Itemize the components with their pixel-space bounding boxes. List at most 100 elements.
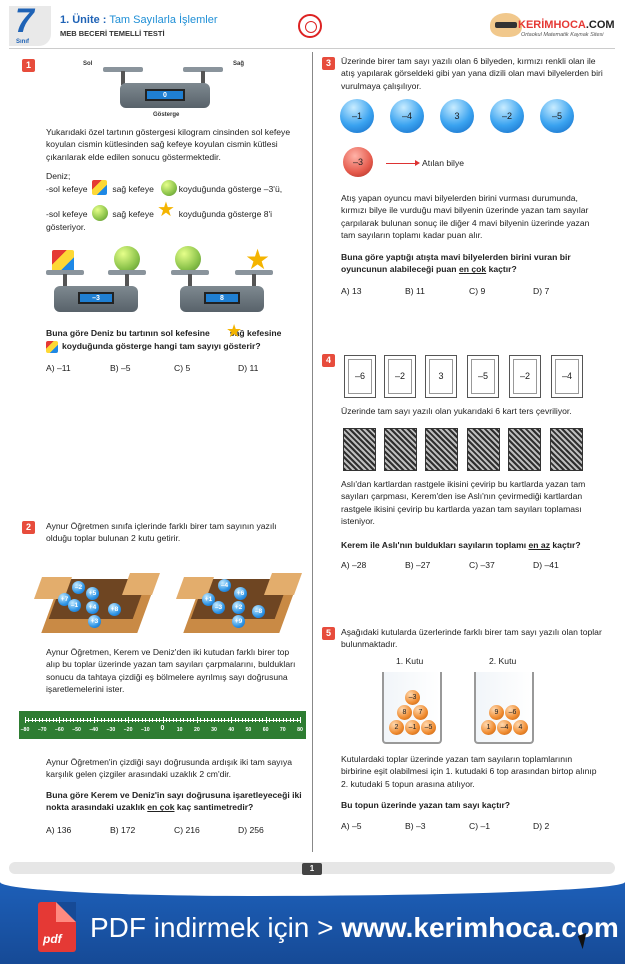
scale-display-label: Gösterge (153, 112, 180, 118)
question-number-1: 1 (22, 59, 35, 72)
red-marble: –3 (343, 147, 373, 177)
number-line-tick (275, 718, 277, 722)
number-line-tick (183, 718, 185, 722)
number-line-tick (35, 718, 37, 722)
card-back[interactable] (425, 428, 458, 471)
number-line-tick (293, 718, 295, 722)
card-back[interactable] (343, 428, 376, 471)
card-back[interactable] (384, 428, 417, 471)
option-c[interactable]: C) –37 (469, 560, 495, 570)
q4-question: Kerem ile Aslı'nın buldukları sayıların … (341, 540, 581, 550)
number-line-tick (248, 718, 250, 722)
number-line-tick (31, 718, 33, 722)
grade-number: 7 (15, 2, 34, 40)
q1-intro: Yukarıdaki özel tartının göstergesi kilo… (46, 127, 291, 162)
card-back[interactable] (550, 428, 583, 471)
number-line-tick (272, 718, 274, 722)
option-d[interactable]: D) 2 (533, 821, 550, 831)
number-line-tick (55, 718, 57, 722)
number-line-tick (210, 718, 212, 722)
star-icon: ★ (157, 199, 175, 221)
number-line-tick (255, 718, 257, 722)
number-line-tick (190, 718, 191, 722)
scale-left-label: Sol (83, 61, 93, 67)
number-line-label: 20 (193, 727, 200, 733)
option-a[interactable]: A) 13 (341, 286, 362, 296)
number-line-tick (124, 718, 126, 722)
option-b[interactable]: B) –27 (405, 560, 431, 570)
number-line-tick (45, 718, 47, 722)
number-line-tick (172, 718, 174, 722)
number-line-label: 0 (160, 725, 165, 732)
option-d[interactable]: D) 256 (238, 825, 264, 835)
green-ball-icon (161, 180, 177, 196)
option-d[interactable]: D) 11 (238, 363, 259, 373)
option-c[interactable]: C) 216 (174, 825, 200, 835)
option-d[interactable]: D) –41 (533, 560, 559, 570)
number-card: –4 (551, 355, 583, 398)
number-line-tick (203, 718, 205, 722)
pdf-icon: pdf (38, 902, 76, 952)
option-c[interactable]: C) 9 (469, 286, 486, 296)
number-line-label: 70 (279, 727, 286, 733)
number-line-tick (231, 717, 233, 723)
number-line-tick (42, 718, 44, 722)
box2-ball: –8 (252, 605, 265, 618)
box2-ball: +9 (232, 615, 245, 628)
number-line-tick (114, 718, 116, 722)
ball-box-1: +7 –2 +5 –1 +4 +8 +3 (33, 555, 161, 645)
option-b[interactable]: B) 11 (405, 286, 425, 296)
option-c[interactable]: C) –1 (469, 821, 491, 831)
number-line-label: –60 (55, 727, 64, 733)
blue-marble: –1 (340, 99, 374, 133)
number-line-tick (279, 718, 281, 722)
option-b[interactable]: B) –5 (110, 363, 131, 373)
banner-text[interactable]: PDF indirmek için > www.kerimhoca.com (90, 912, 619, 943)
number-line-tick (100, 718, 102, 722)
number-line-tick (138, 718, 140, 722)
unit-name: Tam Sayılarla İşlemler (109, 14, 218, 26)
number-line-tick (169, 718, 171, 722)
option-b[interactable]: B) –3 (405, 821, 426, 831)
q3-rules: Atış yapan oyuncu mavi bilyelerden birin… (341, 193, 590, 241)
grade-badge: 7 Sınıf (9, 2, 51, 46)
scale-example-1: –3 (40, 240, 160, 320)
option-a[interactable]: A) –11 (46, 363, 71, 373)
banner-link[interactable]: www.kerimhoca.com (341, 912, 619, 943)
option-a[interactable]: A) 136 (46, 825, 72, 835)
option-a[interactable]: A) –5 (341, 821, 362, 831)
number-line-label: 80 (297, 727, 303, 733)
number-line-tick (59, 717, 61, 723)
q1-options: A) –11 B) –5 C) 5 D) 11 (46, 363, 302, 373)
download-banner[interactable]: pdf PDF indirmek için > www.kerimhoca.co… (0, 882, 625, 964)
box2-ball: –4 (497, 720, 512, 735)
star-icon: ★ (245, 244, 271, 275)
arrow-icon (386, 160, 420, 166)
box2-ball: +6 (234, 587, 247, 600)
number-card: 3 (425, 355, 457, 398)
option-a[interactable]: A) –28 (341, 560, 367, 570)
card-back[interactable] (508, 428, 541, 471)
q3-options: A) 13 B) 11 C) 9 D) 7 (341, 286, 597, 296)
number-line-tick (69, 718, 71, 722)
header-divider (9, 48, 615, 49)
red-marble-label: Atılan bilye (422, 158, 465, 168)
question-number-2: 2 (22, 521, 35, 534)
card-back[interactable] (467, 428, 500, 471)
number-line-tick (80, 718, 81, 722)
number-line-tick (300, 717, 301, 723)
number-line-tick (128, 717, 130, 723)
q2-distance-info: Aynur Öğretmen'in çizdiği sayı doğrusund… (46, 757, 293, 780)
option-c[interactable]: C) 5 (174, 363, 191, 373)
option-b[interactable]: B) 172 (110, 825, 136, 835)
rubiks-cube-icon (92, 180, 107, 195)
option-d[interactable]: D) 7 (533, 286, 550, 296)
q5-question: Bu topun üzerinde yazan tam sayı kaçtır? (341, 800, 511, 810)
q2-instructions: Aynur Öğretmen, Kerem ve Deniz'den iki k… (46, 647, 296, 695)
number-line-tick (52, 718, 54, 722)
number-line-tick (165, 718, 167, 722)
q1-question: Buna göre Deniz bu tartının sol kefesine… (46, 328, 282, 338)
number-line-tick (193, 718, 195, 722)
scale-display: –3 (78, 292, 114, 304)
